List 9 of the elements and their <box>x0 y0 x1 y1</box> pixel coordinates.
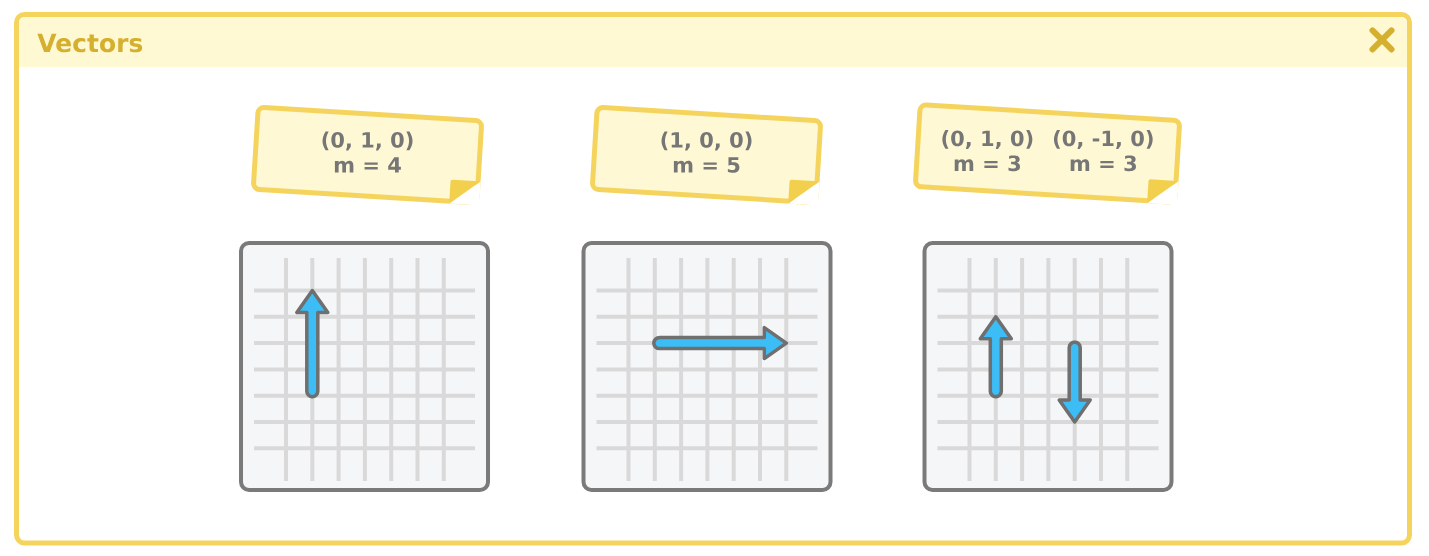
magnitude-label: m = 3 <box>954 155 1021 172</box>
vector-coordinates: (0, 1, 0) <box>322 131 413 151</box>
header-bar: Vectors <box>19 17 1407 67</box>
magnitude-label: m = 5 <box>673 157 740 173</box>
magnitude-label: m = 3 <box>1070 155 1136 172</box>
vector-coordinates: (1, 0, 0) <box>661 131 752 151</box>
magnitude-label: m = 4 <box>334 157 401 173</box>
vector-coordinates: (0, 1, 0) <box>942 130 1033 149</box>
vector-coordinates: (0, -1, 0) <box>1053 130 1153 149</box>
